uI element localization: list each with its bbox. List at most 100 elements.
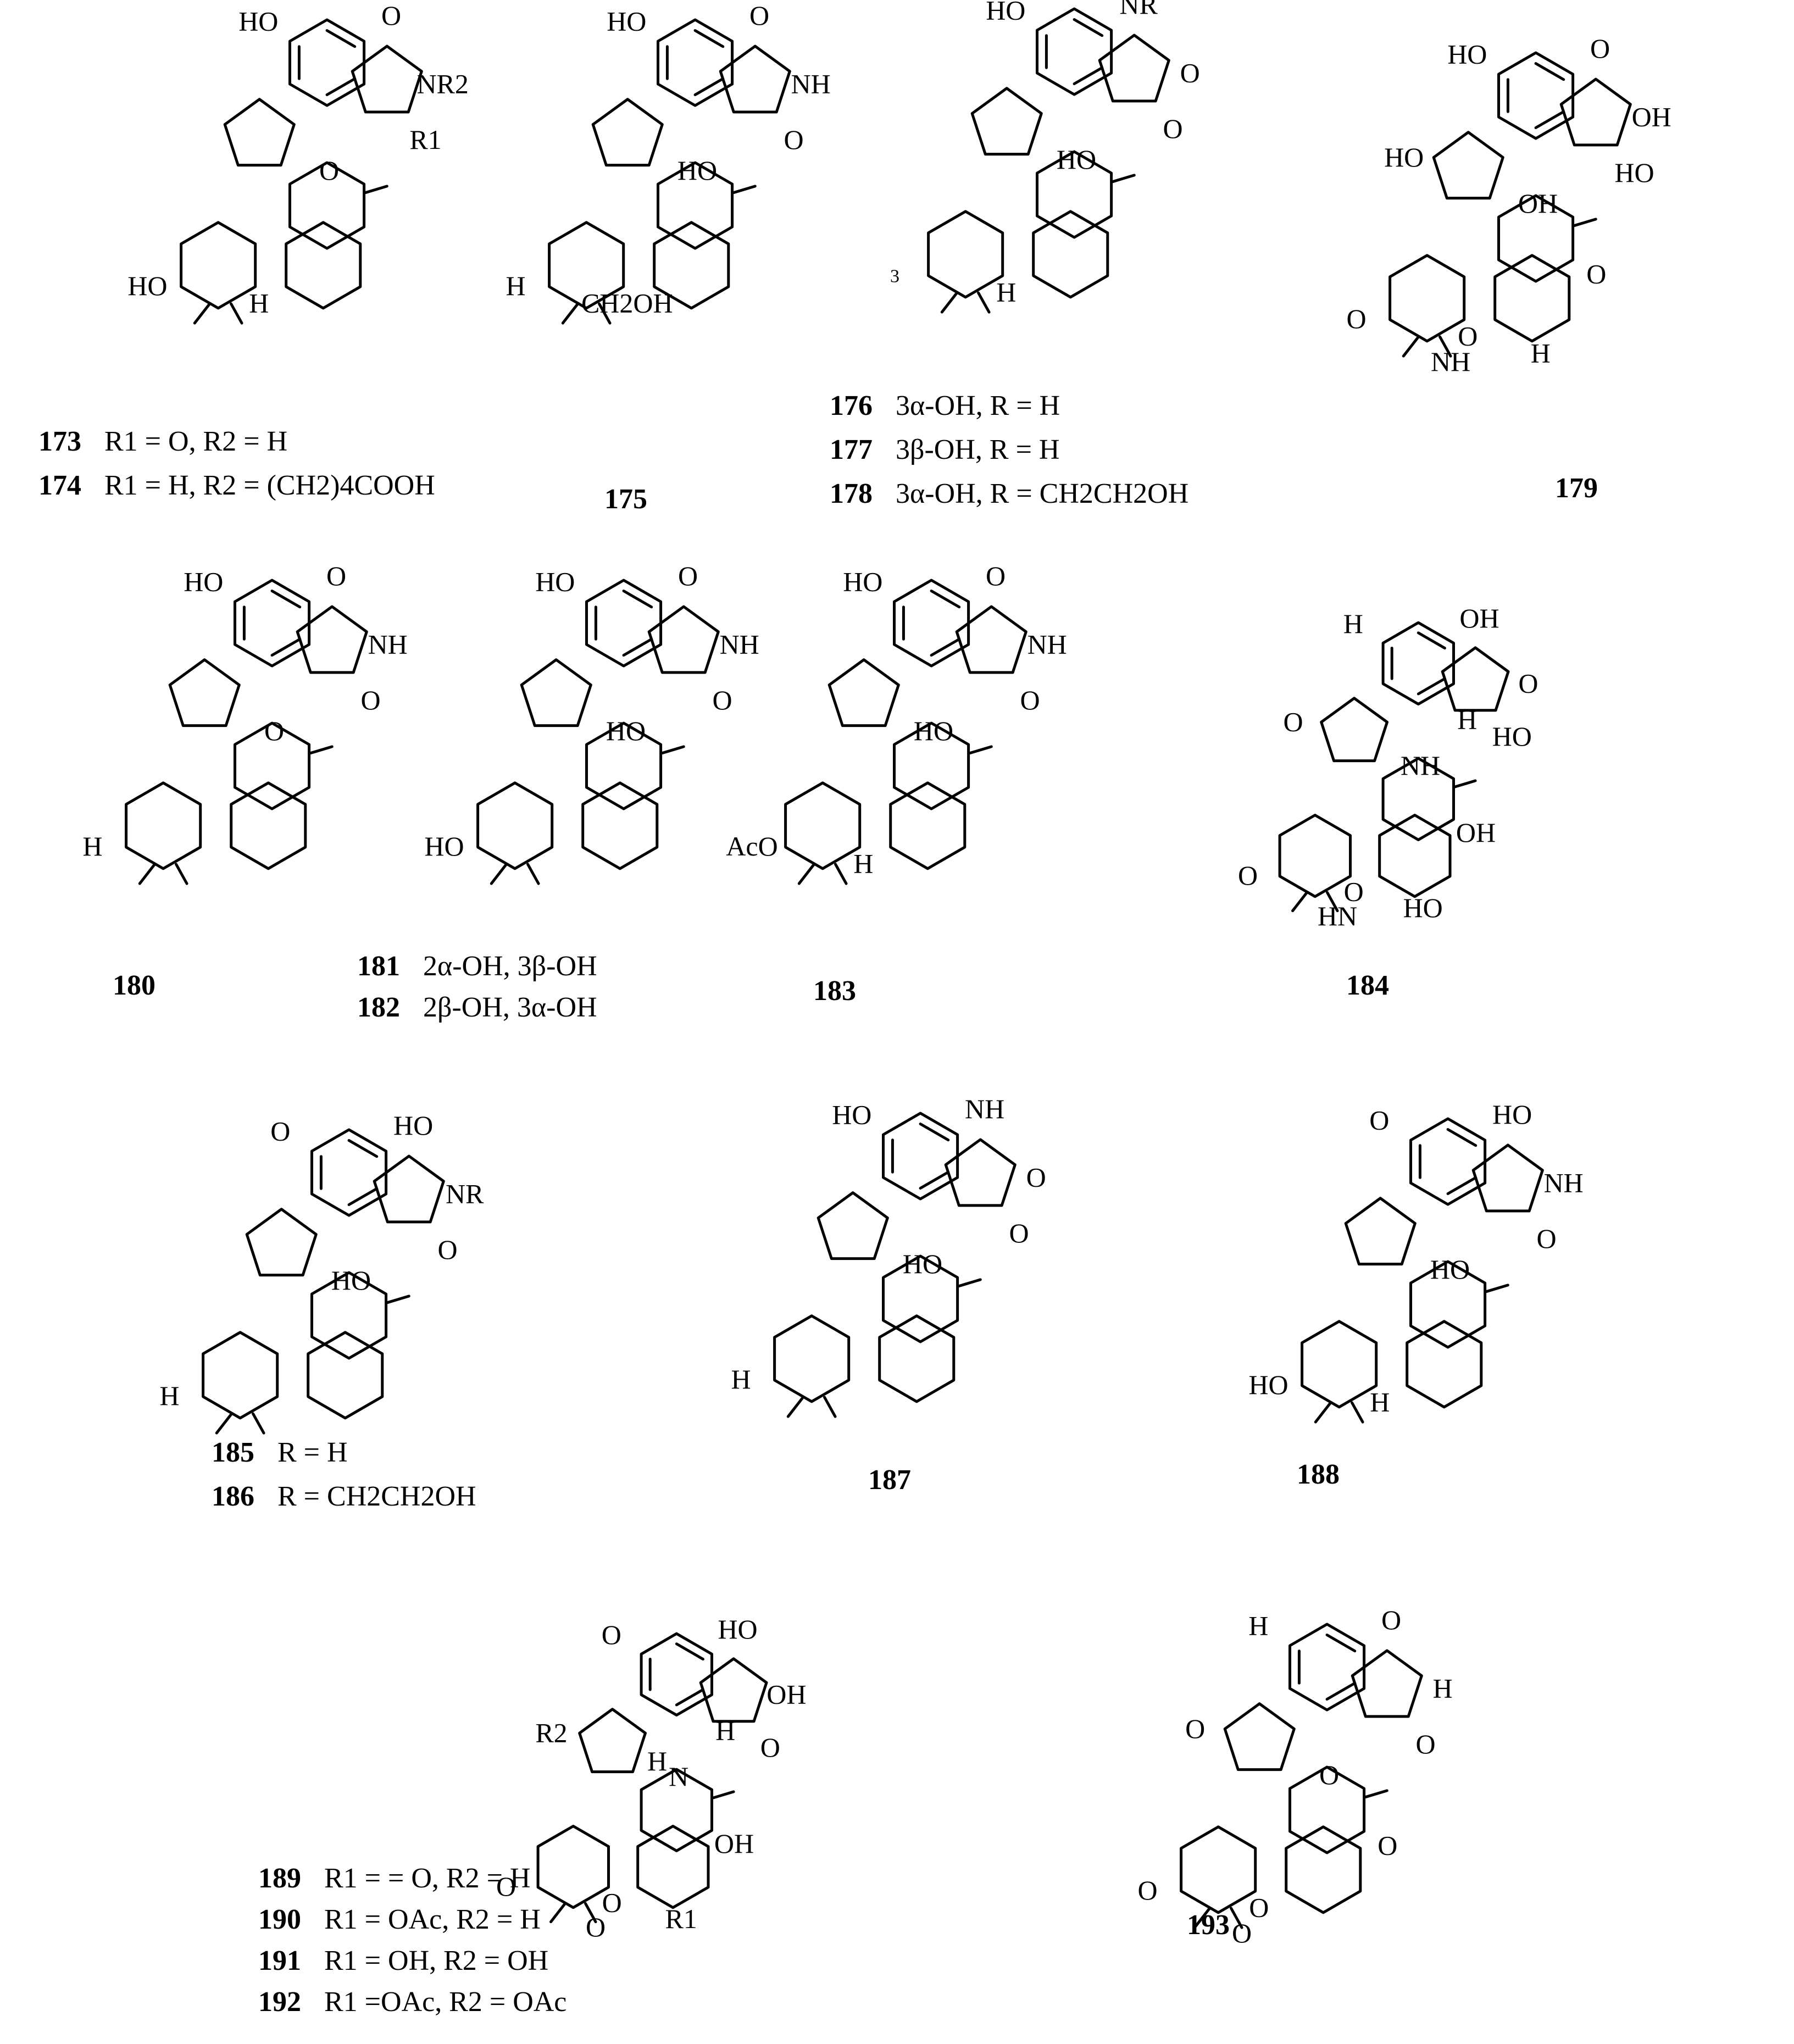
compound-number-179: 179 bbox=[1555, 473, 1598, 504]
s179-ring-1 bbox=[1432, 131, 1504, 200]
s176-ring-1 bbox=[970, 87, 1043, 156]
compound-caption-182: 2β-OH, 3α-OH bbox=[423, 992, 597, 1023]
s188-methyl-b bbox=[1314, 1401, 1332, 1424]
s193-atom-8-o: O bbox=[1378, 1830, 1397, 1860]
s183-ring-4 bbox=[889, 781, 967, 870]
s189-methyl-b bbox=[549, 1902, 566, 1924]
s183-methyl-a bbox=[968, 745, 993, 755]
s185-methyl-a bbox=[386, 1295, 410, 1304]
s175-atom-5-h: H bbox=[506, 270, 525, 301]
s181-ring-1 bbox=[520, 658, 592, 727]
s189-atom-4-n: N bbox=[669, 1761, 688, 1792]
s184-ring-1 bbox=[1320, 697, 1388, 763]
s187-atom-0-ho: HO bbox=[832, 1099, 871, 1130]
s188-ring-5 bbox=[1471, 1143, 1544, 1213]
compound-number-189: 189 bbox=[258, 1863, 301, 1894]
compound-caption-181: 2α-OH, 3β-OH bbox=[423, 951, 597, 982]
s176-aromatic-bond-c bbox=[1073, 18, 1104, 37]
s183-ring-0 bbox=[893, 579, 970, 668]
compound-caption-177: 3β-OH, R = H bbox=[896, 434, 1059, 465]
s189-aromatic-bond-c bbox=[675, 1642, 704, 1661]
s184-atom-6-o: O bbox=[1344, 876, 1364, 907]
s187-methyl-b bbox=[786, 1396, 805, 1418]
compound-caption-191: R1 = OH, R2 = OH bbox=[324, 1945, 548, 1976]
s180-atom-2-nh: NH bbox=[368, 629, 408, 660]
s184-aromatic-bond-c bbox=[1417, 631, 1446, 650]
s180-atom-5-h: H bbox=[82, 831, 102, 862]
s189-atom-7-o: O bbox=[586, 1912, 606, 1942]
s193-atom-9-o: O bbox=[1185, 1713, 1205, 1744]
compound-number-188: 188 bbox=[1297, 1459, 1340, 1490]
s173-aromatic-bond-c bbox=[325, 29, 357, 48]
s175-ring-5 bbox=[719, 45, 791, 114]
s184-atom-2-o: O bbox=[1518, 668, 1538, 699]
s183-atom-1-o: O bbox=[986, 560, 1006, 591]
s180-ring-4 bbox=[230, 781, 307, 870]
s185-aromatic-bond-c bbox=[347, 1139, 379, 1158]
s173-methyl-b bbox=[193, 302, 212, 325]
s193-ring-5 bbox=[1351, 1649, 1423, 1718]
compound-caption-173: R1 = O, R2 = H bbox=[104, 426, 287, 457]
s193-atom-4-o: O bbox=[1319, 1759, 1339, 1790]
s173-ring-0 bbox=[288, 18, 366, 107]
s189-atom-9-r2: R2 bbox=[535, 1717, 567, 1748]
s188-atom-2-nh: NH bbox=[1544, 1168, 1584, 1198]
s183-aromatic-bond-a bbox=[930, 637, 961, 657]
s189-atom-3-o: O bbox=[760, 1732, 780, 1763]
s181-ring-5 bbox=[647, 605, 720, 674]
s176-atom-5-3: 3 bbox=[890, 266, 899, 286]
s188-atom-0-o: O bbox=[1369, 1104, 1389, 1135]
s193-methyl-c bbox=[1230, 1907, 1243, 1929]
s189-methyl-a bbox=[712, 1790, 735, 1799]
s187-atom-3-o: O bbox=[1009, 1218, 1029, 1248]
s187-methyl-c bbox=[823, 1396, 837, 1418]
s173-ring-5 bbox=[351, 45, 423, 114]
s185-atom-2-nr: NR bbox=[446, 1179, 484, 1209]
s193-atom-7-o: O bbox=[1232, 1918, 1252, 1948]
s189-methyl-c bbox=[584, 1902, 597, 1924]
s189-ring-1 bbox=[578, 1708, 647, 1774]
s175-aromatic-bond-a bbox=[693, 77, 725, 97]
s175-methyl-c bbox=[598, 302, 612, 325]
s193-atom-5-o: O bbox=[1137, 1875, 1157, 1906]
s181-aromatic-bond-a bbox=[622, 637, 653, 657]
s193-atom-1-o: O bbox=[1381, 1604, 1401, 1635]
s173-atom-1-o: O bbox=[381, 0, 401, 31]
s173-atom-5-ho: HO bbox=[127, 270, 167, 301]
s180-ring-1 bbox=[168, 658, 241, 727]
s179-ring-3 bbox=[1388, 254, 1466, 343]
s175-ring-0 bbox=[657, 18, 734, 107]
s184-atom-7-hn: HN bbox=[1318, 901, 1357, 931]
s189-atom-5-o: O bbox=[496, 1871, 516, 1902]
s173-ring-2 bbox=[288, 161, 366, 250]
s180-ring-5 bbox=[296, 605, 368, 674]
s193-aromatic-bond-c bbox=[1325, 1634, 1357, 1653]
compound-number-178: 178 bbox=[830, 478, 873, 509]
s176-atom-3-o: O bbox=[1163, 113, 1182, 144]
s193-ring-0 bbox=[1288, 1623, 1366, 1712]
s176-methyl-c bbox=[977, 291, 991, 314]
s179-atom-5-o: O bbox=[1346, 303, 1366, 334]
s179-atom-6-o: O bbox=[1458, 320, 1478, 351]
s188-ring-3 bbox=[1301, 1320, 1378, 1409]
s179-aromatic-bond-a bbox=[1534, 110, 1565, 130]
s181-atom-0-ho: HO bbox=[535, 566, 575, 597]
s181-methyl-b bbox=[490, 863, 508, 885]
s193-atom-3-o: O bbox=[1415, 1729, 1435, 1759]
compound-number-176: 176 bbox=[830, 390, 873, 421]
s175-ring-3 bbox=[548, 221, 625, 310]
compound-number-187: 187 bbox=[868, 1464, 911, 1496]
s184-ring-0 bbox=[1381, 621, 1455, 706]
s179-ring-5 bbox=[1559, 77, 1632, 147]
s180-atom-4-o: O bbox=[264, 715, 284, 746]
s183-ring-1 bbox=[827, 658, 900, 727]
s179-ring-0 bbox=[1497, 51, 1575, 140]
s184-atom-9-o: O bbox=[1283, 706, 1303, 737]
s184-atom-3-ho: HO bbox=[1492, 721, 1532, 752]
s181-atom-2-nh: NH bbox=[720, 629, 759, 660]
s183-ring-3 bbox=[784, 781, 862, 870]
s184-aromatic-bond-a bbox=[1417, 677, 1446, 696]
s193-aromatic-bond-a bbox=[1325, 1681, 1357, 1701]
s175-ring-2 bbox=[657, 161, 734, 250]
